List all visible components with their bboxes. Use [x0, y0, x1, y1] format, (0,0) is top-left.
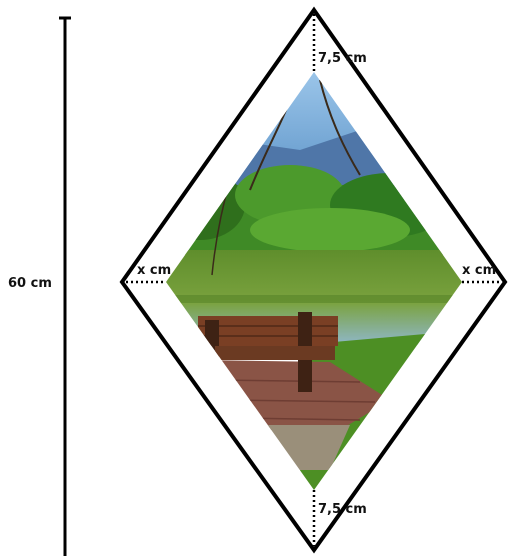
right-side-label: x cm: [462, 263, 496, 278]
landscape-photo: [166, 72, 462, 490]
bench: [198, 312, 338, 392]
left-side-label: x cm: [137, 263, 171, 278]
top-margin-label: 7,5 cm: [318, 51, 367, 66]
bottom-margin-label: 7,5 cm: [318, 502, 367, 517]
height-label: 60 cm: [8, 276, 52, 291]
height-dimension: [59, 16, 71, 556]
